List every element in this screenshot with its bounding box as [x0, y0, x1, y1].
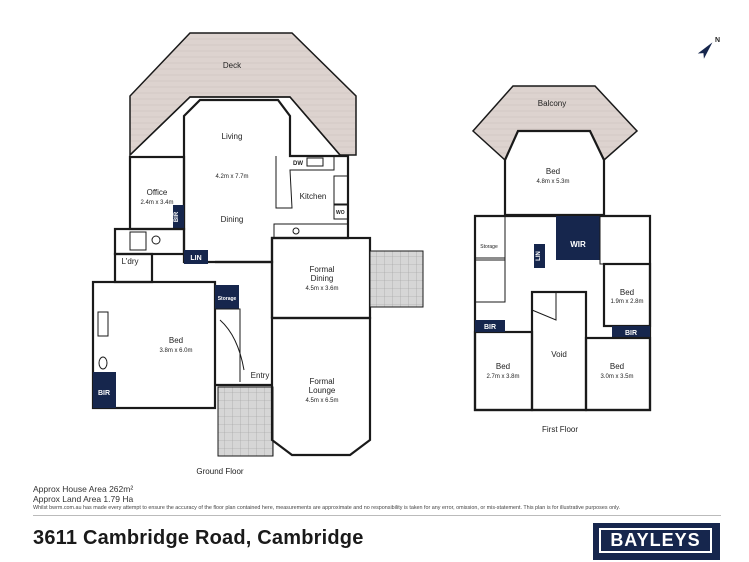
first-floor-title: First Floor — [542, 425, 578, 434]
bir-ground-tag — [93, 372, 116, 408]
label-entry: Entry — [251, 371, 270, 380]
label-bed-ground: Bed — [169, 336, 183, 345]
entry-porch — [217, 386, 274, 457]
label-formal-lounge-1: Formal — [310, 377, 335, 386]
ground-floor-title: Ground Floor — [196, 467, 243, 476]
label-bed-right: Bed — [610, 362, 624, 371]
label-wir: WIR — [570, 240, 586, 249]
label-bed-left-dims: 2.7m x 3.8m — [486, 374, 519, 380]
property-address: 3611 Cambridge Road, Cambridge — [33, 527, 364, 549]
label-bed-main: Bed — [546, 167, 560, 176]
lin-first-tag — [534, 244, 545, 268]
balcony-area — [471, 85, 639, 162]
bir-first-left-tag — [475, 320, 505, 332]
label-formal-dining-1: Formal — [310, 265, 335, 274]
label-laundry: L'dry — [121, 257, 138, 266]
label-dining: Dining — [221, 215, 244, 224]
label-bed-right-dims: 3.0m x 3.5m — [600, 374, 633, 380]
label-storage-first: Storage — [480, 244, 498, 250]
label-bed-small-dims: 1.9m x 2.8m — [610, 299, 643, 305]
label-kitchen: Kitchen — [300, 192, 327, 201]
label-bed-ground-dims: 3.8m x 6.0m — [159, 348, 192, 354]
formal-dining-terrace — [369, 250, 424, 308]
label-bed-left: Bed — [496, 362, 510, 371]
label-office-dims: 2.4m x 3.4m — [140, 200, 173, 206]
label-office: Office — [147, 188, 168, 197]
compass-label: N — [715, 37, 720, 44]
label-formal-lounge-2: Lounge — [309, 386, 336, 395]
compass-icon — [697, 42, 713, 59]
label-bir-first-left: BIR — [484, 324, 496, 331]
label-bir-office: BIR — [174, 211, 180, 222]
label-formal-dining-2: Dining — [311, 274, 334, 283]
floor-plan: N Deck Living 4.2m x 7.7m Dining Kitchen… — [91, 32, 720, 476]
label-living-dims: 4.2m x 7.7m — [215, 174, 248, 180]
label-bir-ground: BIR — [98, 390, 110, 397]
house-area: Approx House Area 262m² — [33, 484, 134, 494]
label-wo: WO — [336, 210, 345, 216]
label-bed-small: Bed — [620, 288, 634, 297]
lin-ground-tag — [184, 250, 208, 264]
label-deck: Deck — [223, 61, 242, 70]
label-storage-ground: Storage — [218, 296, 237, 302]
brand-logo-text: BAYLEYS — [599, 528, 712, 553]
land-area: Approx Land Area 1.79 Ha — [33, 494, 134, 504]
bir-first-right-tag — [612, 326, 650, 338]
label-void: Void — [551, 350, 567, 359]
label-lin-ground: LIN — [190, 255, 201, 262]
label-bed-main-dims: 4.8m x 5.3m — [536, 179, 569, 185]
label-balcony: Balcony — [538, 99, 566, 108]
deck-area — [129, 32, 357, 157]
wir-tag — [556, 216, 600, 260]
label-bir-first-right: BIR — [625, 330, 637, 337]
label-lin-first: LIN — [536, 251, 542, 261]
label-formal-lounge-dims: 4.5m x 6.5m — [305, 398, 338, 404]
disclaimer: Whilst bwrm.com.au has made every attemp… — [33, 505, 621, 511]
bir-office-tag — [173, 205, 184, 229]
label-formal-dining-dims: 4.5m x 3.6m — [305, 286, 338, 292]
brand-logo: BAYLEYS — [593, 523, 720, 560]
label-dw: DW — [293, 161, 303, 167]
label-living: Living — [222, 132, 243, 141]
divider — [33, 515, 721, 516]
